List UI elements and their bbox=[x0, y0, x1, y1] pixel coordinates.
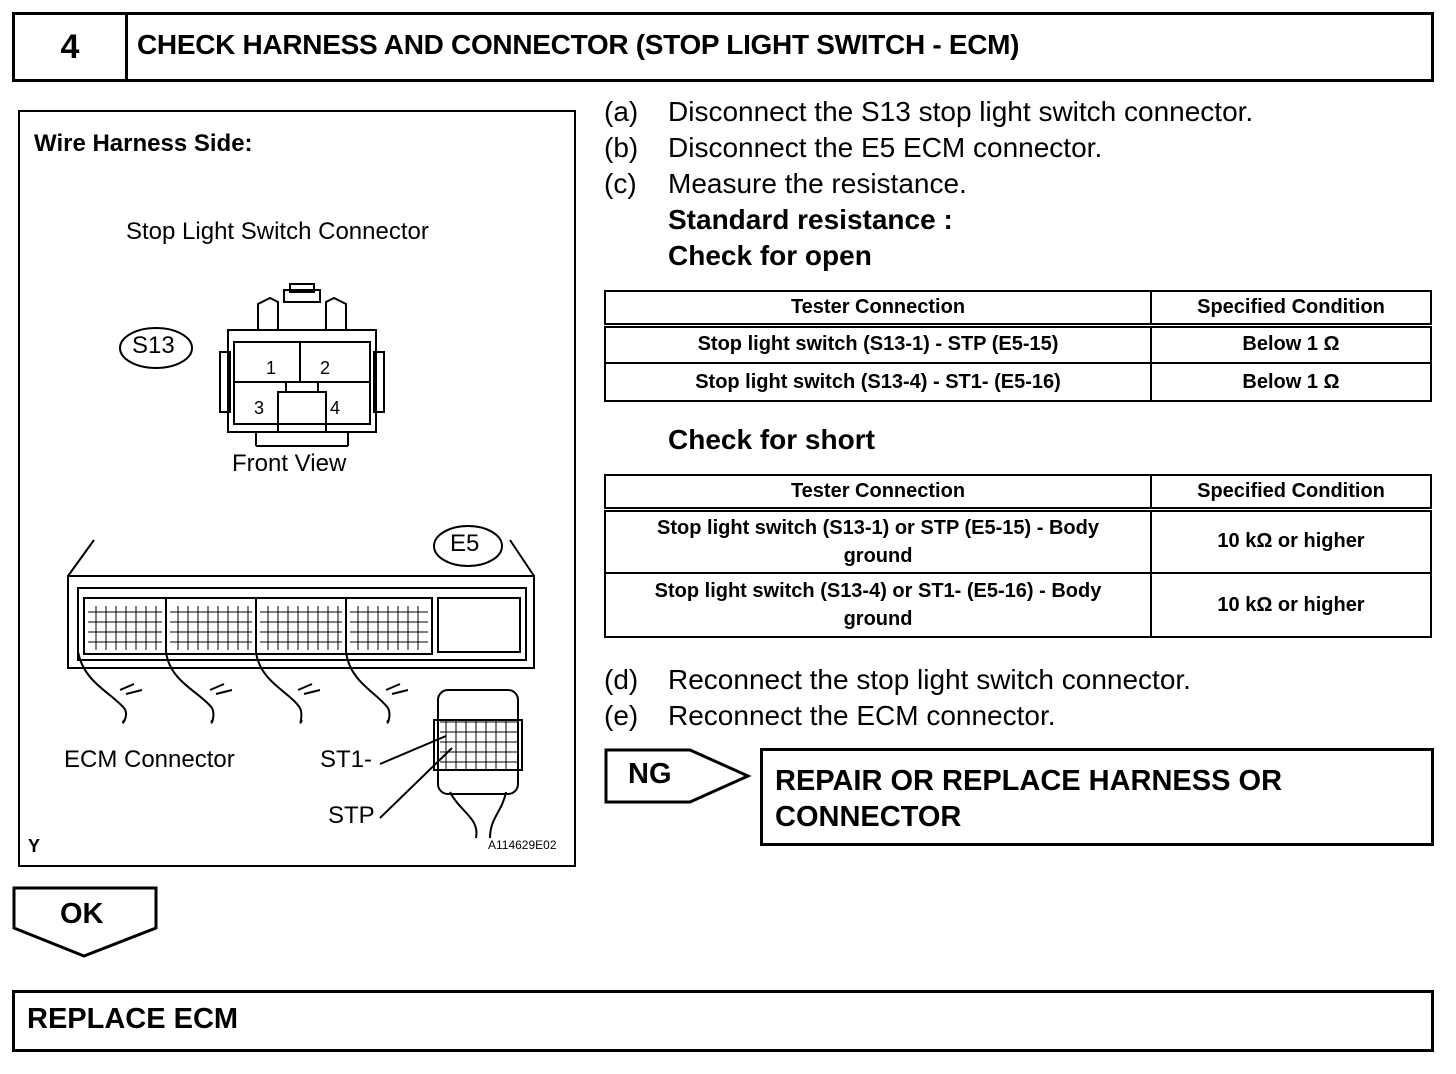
step-e: (e) Reconnect the ECM connector. bbox=[604, 700, 1056, 732]
pin-2-label: 2 bbox=[320, 358, 331, 378]
small-connector bbox=[433, 689, 523, 839]
ng-label: NG bbox=[628, 758, 672, 790]
table-cell: Below 1 Ω bbox=[1150, 324, 1432, 364]
table-row: Stop light switch (S13-4) - ST1- (E5-16)… bbox=[604, 362, 1432, 402]
table-cell: 10 kΩ or higher bbox=[1150, 572, 1432, 638]
figure-id: A114629E02 bbox=[488, 838, 557, 852]
table-header-cell: Specified Condition bbox=[1150, 290, 1432, 326]
stp-leader bbox=[379, 747, 453, 819]
ecm-housing bbox=[67, 539, 535, 669]
wiring-figure: Wire Harness Side: Stop Light Switch Con… bbox=[18, 110, 576, 867]
s13-code: S13 bbox=[132, 332, 175, 359]
step-title: CHECK HARNESS AND CONNECTOR (STOP LIGHT … bbox=[137, 29, 1020, 60]
step-header: 4 CHECK HARNESS AND CONNECTOR (STOP LIGH… bbox=[12, 12, 1434, 82]
figure-corner-letter: Y bbox=[28, 836, 41, 856]
step-a: (a) Disconnect the S13 stop light switch … bbox=[604, 96, 1253, 128]
switch-connector-housing bbox=[219, 283, 385, 447]
connector-drawing bbox=[67, 283, 535, 839]
step-e-text: Reconnect the ECM connector. bbox=[668, 700, 1056, 731]
ecm-wires bbox=[77, 651, 409, 724]
step-a-text: Disconnect the S13 stop light switch con… bbox=[668, 96, 1254, 127]
step-b-text: Disconnect the E5 ECM connector. bbox=[668, 132, 1103, 163]
step-d-text: Reconnect the stop light switch connecto… bbox=[668, 664, 1191, 695]
check-open-title: Check for open bbox=[668, 240, 872, 271]
table-header-row: Tester Connection Specified Condition bbox=[604, 290, 1432, 326]
ok-result-box: REPLACE ECM bbox=[12, 990, 1434, 1052]
table-row: Stop light switch (S13-1) or STP (E5-15)… bbox=[604, 508, 1432, 574]
table-cell: 10 kΩ or higher bbox=[1150, 508, 1432, 574]
step-c-text: Measure the resistance. bbox=[668, 168, 967, 199]
table-row: Stop light switch (S13-1) - STP (E5-15) … bbox=[604, 324, 1432, 364]
step-c: (c) Measure the resistance. bbox=[604, 168, 967, 200]
table-cell: Stop light switch (S13-1) or STP (E5-15)… bbox=[604, 508, 1152, 574]
ecm-connector-label: ECM Connector bbox=[64, 746, 235, 773]
standard-resistance-label: Standard resistance : bbox=[668, 204, 953, 235]
table-row: Stop light switch (S13-4) or ST1- (E5-16… bbox=[604, 572, 1432, 638]
ecm-pin-grids bbox=[88, 606, 428, 650]
pin-4-label: 4 bbox=[330, 398, 341, 418]
table-header-cell: Tester Connection bbox=[604, 290, 1152, 326]
step-a-label: (a) bbox=[604, 96, 639, 127]
st1-leader bbox=[379, 735, 447, 765]
table-cell: Stop light switch (S13-1) - STP (E5-15) bbox=[604, 324, 1152, 364]
check-short-title: Check for short bbox=[668, 424, 875, 455]
table-cell: Stop light switch (S13-4) or ST1- (E5-16… bbox=[604, 572, 1152, 638]
stp-terminal-label: STP bbox=[328, 802, 375, 829]
ng-result-text: REPAIR OR REPLACE HARNESS OR CONNECTOR bbox=[775, 765, 1283, 833]
ng-arrow-icon bbox=[604, 748, 752, 804]
ok-arrow-icon bbox=[12, 886, 158, 958]
check-open-table: Tester Connection Specified Condition St… bbox=[604, 290, 1432, 402]
table-header-cell: Specified Condition bbox=[1150, 474, 1432, 510]
table-cell: Stop light switch (S13-4) - ST1- (E5-16) bbox=[604, 362, 1152, 402]
table-cell: Below 1 Ω bbox=[1150, 362, 1432, 402]
table-header-row: Tester Connection Specified Condition bbox=[604, 474, 1432, 510]
step-d-label: (d) bbox=[604, 664, 639, 695]
ok-label: OK bbox=[60, 898, 104, 930]
step-c-label: (c) bbox=[604, 168, 637, 199]
pin-3-label: 3 bbox=[254, 398, 265, 418]
e5-code: E5 bbox=[450, 530, 480, 557]
switch-connector-title: Stop Light Switch Connector bbox=[126, 218, 429, 245]
step-b-label: (b) bbox=[604, 132, 639, 163]
s13-ellipse bbox=[119, 327, 193, 369]
ng-result-box: REPAIR OR REPLACE HARNESS OR CONNECTOR bbox=[760, 748, 1434, 846]
step-b: (b) Disconnect the E5 ECM connector. bbox=[604, 132, 1102, 164]
ok-result-text: REPLACE ECM bbox=[27, 1003, 239, 1035]
e5-ellipse bbox=[433, 525, 503, 567]
st1-terminal-label: ST1- bbox=[320, 746, 373, 773]
step-d: (d) Reconnect the stop light switch conne… bbox=[604, 664, 1191, 696]
pin-1-label: 1 bbox=[266, 358, 277, 378]
step-e-label: (e) bbox=[604, 700, 639, 731]
step-number: 4 bbox=[15, 15, 128, 79]
table-header-cell: Tester Connection bbox=[604, 474, 1152, 510]
check-short-table: Tester Connection Specified Condition St… bbox=[604, 474, 1432, 638]
front-view-label: Front View bbox=[232, 450, 347, 477]
wire-harness-side-label: Wire Harness Side: bbox=[34, 130, 253, 157]
